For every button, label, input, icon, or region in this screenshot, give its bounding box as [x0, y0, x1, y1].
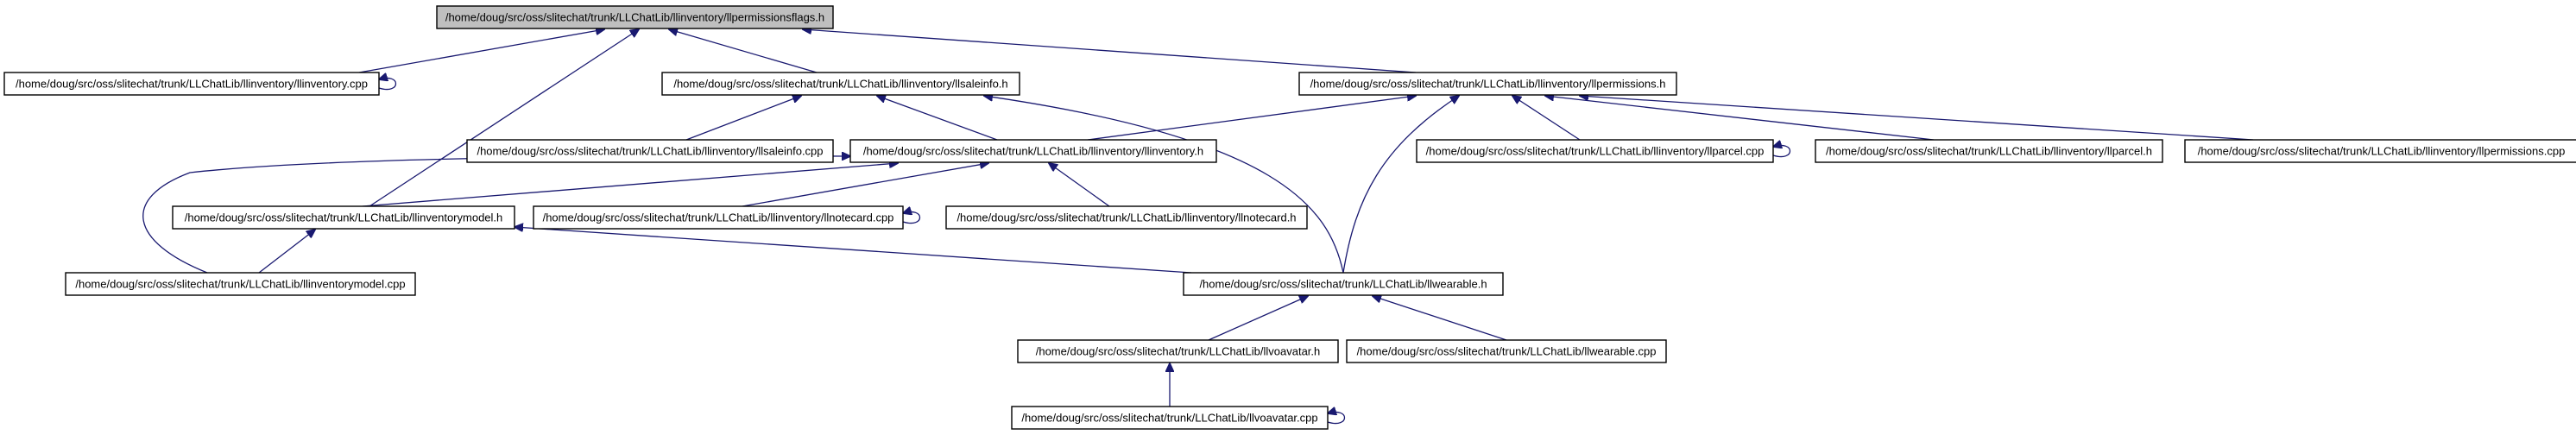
node-box: [1815, 139, 2163, 163]
node-box: [1298, 72, 1677, 96]
node-llinventorymodel-cpp[interactable]: /home/doug/src/oss/slitechat/trunk/LLCha…: [65, 272, 416, 296]
node-label: /home/doug/src/oss/slitechat/trunk/LLCha…: [543, 211, 894, 224]
node-label: /home/doug/src/oss/slitechat/trunk/LLCha…: [185, 211, 503, 224]
node-box: [3, 72, 380, 96]
edge-llparcel-cpp-to-llpermissions-h: [1512, 96, 1581, 141]
node-box: [172, 205, 515, 230]
node-box: [661, 72, 1020, 96]
edges-layer: [142, 29, 2254, 425]
node-box: [849, 139, 1217, 163]
edge-llwearable-cpp-to-llwearable-h: [1373, 296, 1507, 341]
edge-llinventorymodel-cpp-to-llinventorymodel-h: [258, 230, 315, 274]
node-box: [436, 5, 834, 29]
edge-llnotecard-cpp-to-llnotecard-cpp: [903, 211, 920, 224]
node-llinventorymodel-h[interactable]: /home/doug/src/oss/slitechat/trunk/LLCha…: [172, 205, 515, 230]
node-box: [1011, 406, 1329, 430]
edge-llinventory-h-to-llsaleinfo-h: [877, 96, 998, 141]
node-llnotecard-h[interactable]: /home/doug/src/oss/slitechat/trunk/LLCha…: [945, 205, 1308, 230]
node-label: /home/doug/src/oss/slitechat/trunk/LLCha…: [1036, 345, 1321, 358]
node-llpermissions-h[interactable]: /home/doug/src/oss/slitechat/trunk/LLCha…: [1298, 72, 1677, 96]
node-llwearable-cpp[interactable]: /home/doug/src/oss/slitechat/trunk/LLCha…: [1346, 339, 1667, 363]
node-label: /home/doug/src/oss/slitechat/trunk/LLCha…: [1021, 412, 1317, 425]
node-llnotecard-cpp[interactable]: /home/doug/src/oss/slitechat/trunk/LLCha…: [533, 205, 904, 230]
node-box: [1346, 339, 1667, 363]
node-label: /home/doug/src/oss/slitechat/trunk/LLCha…: [445, 11, 824, 24]
node-label: /home/doug/src/oss/slitechat/trunk/LLCha…: [957, 211, 1296, 224]
node-box: [1183, 272, 1504, 296]
edge-llsaleinfo-h-to-llpermissionsflags-h: [669, 29, 818, 73]
node-llparcel-h[interactable]: /home/doug/src/oss/slitechat/trunk/LLCha…: [1815, 139, 2163, 163]
edge-llvoavatar-h-to-llwearable-h: [1208, 296, 1308, 341]
edge-llpermissions-cpp-to-llpermissions-h: [1580, 96, 2254, 141]
node-label: /home/doug/src/oss/slitechat/trunk/LLCha…: [1826, 145, 2152, 158]
node-llpermissions-cpp[interactable]: /home/doug/src/oss/slitechat/trunk/LLCha…: [2184, 139, 2576, 163]
node-llsaleinfo-h[interactable]: /home/doug/src/oss/slitechat/trunk/LLCha…: [661, 72, 1020, 96]
node-label: /home/doug/src/oss/slitechat/trunk/LLCha…: [863, 145, 1203, 158]
node-llsaleinfo-cpp[interactable]: /home/doug/src/oss/slitechat/trunk/LLCha…: [466, 139, 834, 163]
edge-llsaleinfo-cpp-to-llsaleinfo-h: [685, 96, 801, 141]
node-llvoavatar-h[interactable]: /home/doug/src/oss/slitechat/trunk/LLCha…: [1017, 339, 1339, 363]
nodes-layer: /home/doug/src/oss/slitechat/trunk/LLCha…: [3, 5, 2576, 430]
node-label: /home/doug/src/oss/slitechat/trunk/LLCha…: [1310, 78, 1666, 91]
node-label: /home/doug/src/oss/slitechat/trunk/LLCha…: [2198, 145, 2566, 158]
edge-llinventory-h-to-llpermissions-h: [1087, 96, 1416, 141]
node-box: [945, 205, 1308, 230]
node-llinventory-h[interactable]: /home/doug/src/oss/slitechat/trunk/LLCha…: [849, 139, 1217, 163]
edge-llnotecard-cpp-to-llinventory-h: [742, 163, 988, 207]
node-box: [1017, 339, 1339, 363]
edge-llinventorymodel-h-to-llinventory-h: [362, 163, 898, 207]
node-label: /home/doug/src/oss/slitechat/trunk/LLCha…: [477, 145, 823, 158]
node-box: [1416, 139, 1774, 163]
edge-llinventorymodel-h-to-llpermissionsflags-h: [369, 29, 639, 207]
node-box: [65, 272, 416, 296]
edge-llparcel-h-to-llpermissions-h: [1545, 96, 1935, 141]
edge-llvoavatar-cpp-to-llvoavatar-cpp: [1328, 412, 1345, 425]
edge-llinventory-cpp-to-llinventory-cpp: [379, 78, 396, 91]
node-llparcel-cpp[interactable]: /home/doug/src/oss/slitechat/trunk/LLCha…: [1416, 139, 1774, 163]
node-label: /home/doug/src/oss/slitechat/trunk/LLCha…: [1426, 145, 1765, 158]
node-llvoavatar-cpp[interactable]: /home/doug/src/oss/slitechat/trunk/LLCha…: [1011, 406, 1329, 430]
node-box: [533, 205, 904, 230]
node-label: /home/doug/src/oss/slitechat/trunk/LLCha…: [1199, 278, 1487, 291]
edge-llpermissions-h-to-llpermissionsflags-h: [803, 29, 1417, 73]
node-label: /home/doug/src/oss/slitechat/trunk/LLCha…: [16, 78, 368, 91]
node-label: /home/doug/src/oss/slitechat/trunk/LLCha…: [1357, 345, 1657, 358]
node-box: [466, 139, 834, 163]
node-label: /home/doug/src/oss/slitechat/trunk/LLCha…: [75, 278, 405, 291]
node-label: /home/doug/src/oss/slitechat/trunk/LLCha…: [673, 78, 1007, 91]
node-llpermissionsflags-h[interactable]: /home/doug/src/oss/slitechat/trunk/LLCha…: [436, 5, 834, 29]
edge-llparcel-cpp-to-llparcel-cpp: [1773, 145, 1790, 158]
node-box: [2184, 139, 2576, 163]
edge-llinventory-cpp-to-llpermissionsflags-h: [358, 29, 604, 73]
node-llwearable-h[interactable]: /home/doug/src/oss/slitechat/trunk/LLCha…: [1183, 272, 1504, 296]
node-llinventory-cpp[interactable]: /home/doug/src/oss/slitechat/trunk/LLCha…: [3, 72, 380, 96]
edge-llwearable-h-to-llinventorymodel-h: [515, 227, 1192, 274]
edge-llnotecard-h-to-llinventory-h: [1049, 163, 1110, 207]
edge-llwearable-h-to-llsaleinfo-h: [984, 96, 1344, 274]
edge-llwearable-h-to-llpermissions-h: [1342, 96, 1459, 274]
